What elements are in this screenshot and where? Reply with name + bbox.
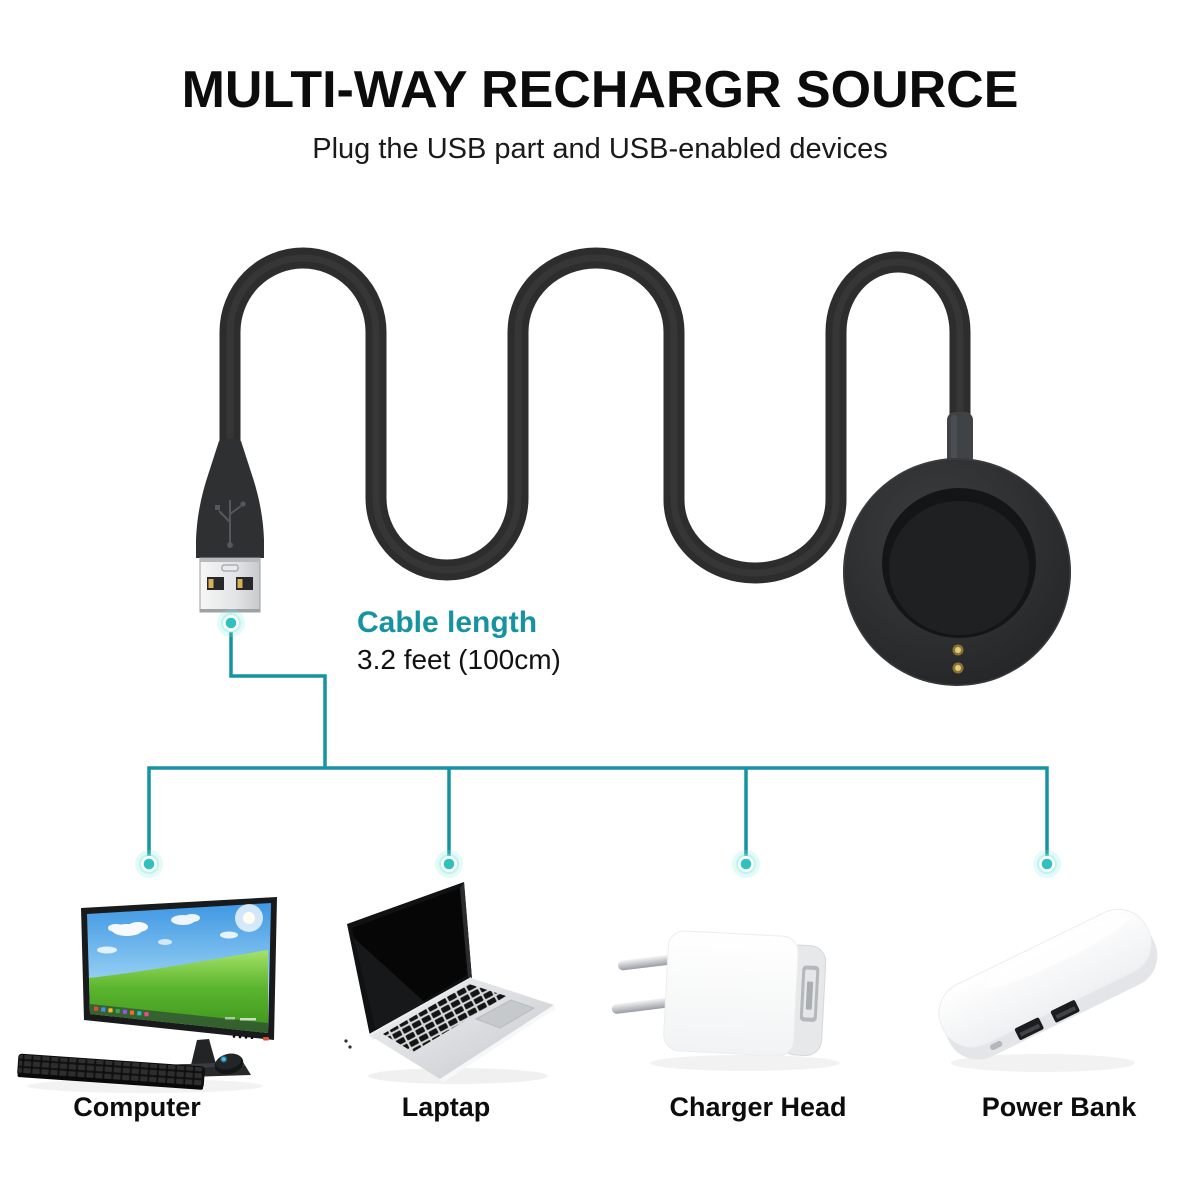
cable-length-title: Cable length — [357, 606, 538, 639]
powerbank-ports — [990, 1000, 1080, 1051]
monitor-icon — [81, 897, 277, 1078]
glow-dot-powerbank — [1033, 850, 1061, 878]
page-subtitle: Plug the USB part and USB-enabled device… — [312, 133, 888, 165]
charging-dock-icon — [843, 412, 1071, 686]
power-bank-icon — [938, 908, 1158, 1060]
glow-dot-charger — [732, 850, 760, 878]
computer-label: Computer — [73, 1092, 201, 1122]
usb-port-icon — [799, 965, 820, 1022]
taskbar-icons — [94, 1006, 149, 1017]
laptop-label: Laptap — [401, 1092, 491, 1122]
cable-length-caption: Cable length 3.2 feet (100cm) — [357, 606, 561, 676]
usb-a-connector-icon — [196, 438, 264, 613]
power-bank-illustration — [918, 875, 1176, 1080]
glow-dot-usb — [217, 609, 245, 637]
power-bank-label: Power Bank — [981, 1092, 1137, 1122]
usb-cable — [219, 247, 971, 584]
charger-head-label: Charger Head — [669, 1092, 847, 1122]
cable-length-value: 3.2 feet (100cm) — [357, 644, 561, 675]
glow-dot-laptop — [435, 850, 463, 878]
keyboard-icon — [17, 1053, 205, 1090]
charging-pins — [952, 644, 964, 674]
mouse-icon — [214, 1053, 244, 1075]
laptop-illustration — [333, 878, 583, 1093]
computer-illustration — [15, 878, 305, 1103]
wall-adapter-icon — [611, 930, 827, 1057]
laptop-icon — [344, 882, 555, 1083]
charger-head-illustration — [610, 898, 865, 1078]
page-title: MULTI-WAY RECHARGR SOURCE — [181, 61, 1019, 119]
usb-trident-icon — [218, 500, 242, 542]
connector-lines — [147, 632, 1049, 861]
glow-dot-computer — [135, 850, 163, 878]
